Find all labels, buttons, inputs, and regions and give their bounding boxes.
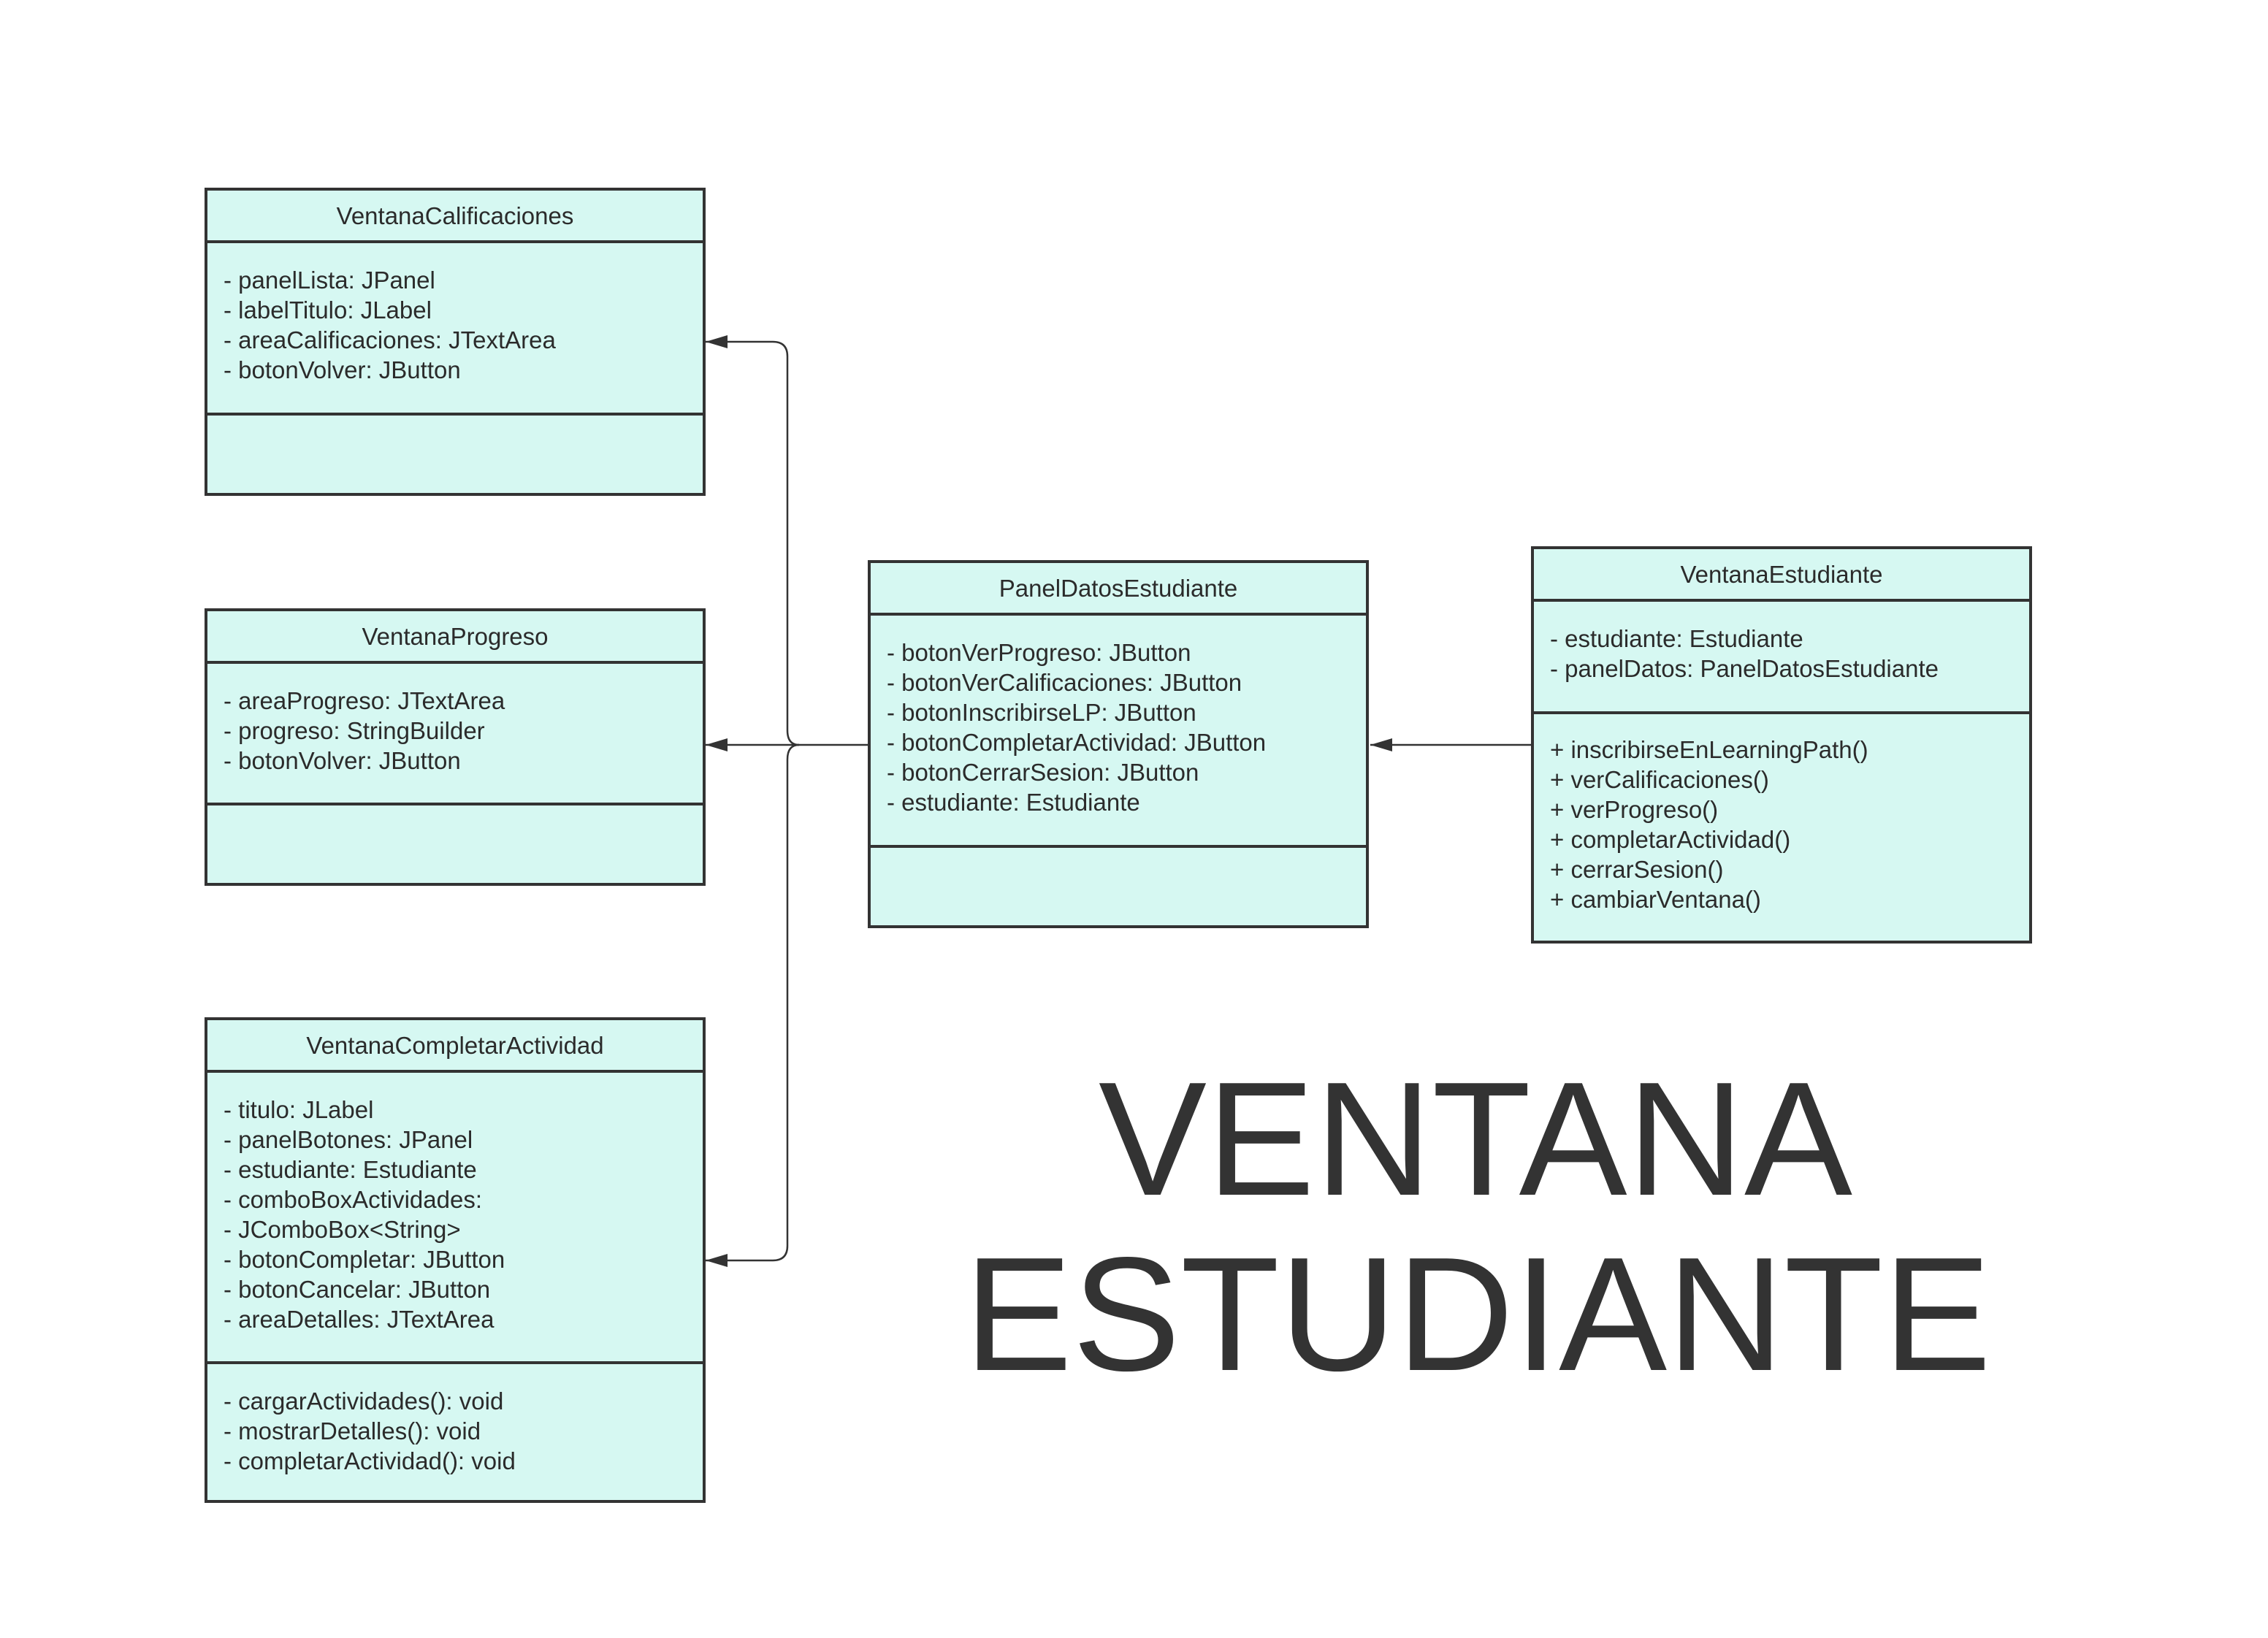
method: + cambiarVentana() (1550, 886, 1761, 913)
attribute: - botonCompletarActividad: JButton (887, 729, 1267, 756)
diagram-title-line2: ESTUDIANTE (964, 1224, 1992, 1405)
attribute: - areaProgreso: JTextArea (224, 687, 505, 714)
method: + verCalificaciones() (1550, 766, 1769, 793)
attributes-section: - botonVerProgreso: JButton - botonVerCa… (871, 616, 1366, 848)
method: + cerrarSesion() (1550, 856, 1724, 883)
class-name: VentanaProgreso (207, 611, 703, 664)
attribute: - areaDetalles: JTextArea (224, 1306, 495, 1333)
class-name: VentanaCompletarActividad (207, 1020, 703, 1073)
attribute: - titulo: JLabel (224, 1096, 374, 1123)
attribute: - areaCalificaciones: JTextArea (224, 326, 556, 353)
methods-section: + inscribirseEnLearningPath() + verCalif… (1534, 714, 2029, 941)
method: - completarActividad(): void (224, 1447, 516, 1474)
attribute: - panelLista: JPanel (224, 267, 435, 294)
attribute: - estudiante: Estudiante (224, 1156, 477, 1183)
class-name: PanelDatosEstudiante (871, 563, 1366, 616)
method: - cargarActividades(): void (224, 1388, 504, 1415)
class-name: VentanaCalificaciones (207, 191, 703, 243)
attribute: - comboBoxActividades: (224, 1186, 482, 1213)
class-name: VentanaEstudiante (1534, 549, 2029, 602)
class-ventana-progreso: VentanaProgreso - areaProgreso: JTextAre… (205, 608, 706, 886)
method: + completarActividad() (1550, 826, 1791, 853)
attributes-section: - areaProgreso: JTextArea - progreso: St… (207, 664, 703, 805)
attribute: - panelDatos: PanelDatosEstudiante (1550, 655, 1939, 682)
method: - mostrarDetalles(): void (224, 1417, 481, 1444)
class-ventana-calificaciones: VentanaCalificaciones - panelLista: JPan… (205, 188, 706, 496)
attribute: - botonVolver: JButton (224, 356, 461, 383)
attribute: - progreso: StringBuilder (224, 717, 485, 744)
diagram-title-line1: VENTANA (1098, 1049, 1853, 1230)
attribute: - botonCancelar: JButton (224, 1276, 491, 1303)
method: + verProgreso() (1550, 796, 1719, 823)
methods-section (207, 805, 703, 883)
attribute: - botonVerCalificaciones: JButton (887, 669, 1242, 696)
arrow-panel-to-calificaciones (706, 340, 800, 746)
attribute: - botonInscribirseLP: JButton (887, 699, 1196, 726)
attribute: - botonCerrarSesion: JButton (887, 759, 1199, 786)
arrowhead-completar-actividad (706, 1254, 728, 1267)
attributes-section: - panelLista: JPanel - labelTitulo: JLab… (207, 243, 703, 416)
diagram-title: VENTANA ESTUDIANTE (964, 1049, 1992, 1405)
method: + inscribirseEnLearningPath() (1550, 736, 1868, 763)
attributes-section: - estudiante: Estudiante - panelDatos: P… (1534, 602, 2029, 714)
attribute: - panelBotones: JPanel (224, 1126, 473, 1153)
methods-section (871, 848, 1366, 925)
arrowhead-panel-datos (1370, 738, 1392, 751)
attribute: - botonVerProgreso: JButton (887, 639, 1191, 666)
attribute: - botonVolver: JButton (224, 747, 461, 774)
arrowhead-progreso (706, 738, 728, 751)
attribute: - JComboBox<String> (224, 1216, 461, 1243)
attribute: - estudiante: Estudiante (1550, 625, 1803, 652)
class-ventana-completar-actividad: VentanaCompletarActividad - titulo: JLab… (205, 1017, 706, 1503)
class-ventana-estudiante: VentanaEstudiante - estudiante: Estudian… (1531, 546, 2032, 944)
class-panel-datos-estudiante: PanelDatosEstudiante - botonVerProgreso:… (868, 560, 1369, 928)
methods-section: - cargarActividades(): void - mostrarDet… (207, 1364, 703, 1500)
methods-section (207, 416, 703, 493)
arrow-panel-to-completar-actividad (706, 743, 800, 1262)
arrowhead-calificaciones (706, 335, 728, 348)
attribute: - botonCompletar: JButton (224, 1246, 505, 1273)
attribute: - estudiante: Estudiante (887, 789, 1140, 816)
attribute: - labelTitulo: JLabel (224, 296, 432, 324)
attributes-section: - titulo: JLabel - panelBotones: JPanel … (207, 1073, 703, 1364)
